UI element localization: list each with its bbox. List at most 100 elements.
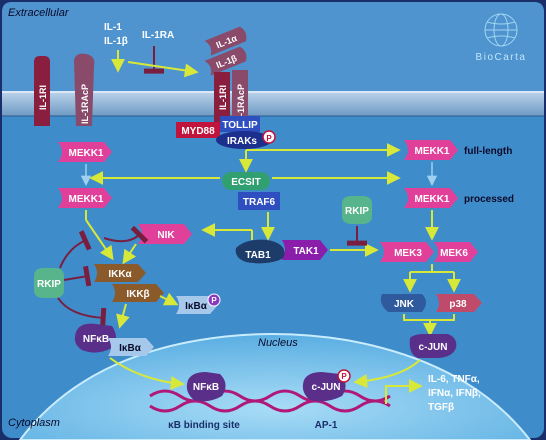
arrow-cjun-to-nucleus <box>353 359 421 388</box>
svg-text:MEKK1: MEKK1 <box>68 148 103 159</box>
outputs-line1: IL-6, TNFα, <box>428 374 480 385</box>
svg-text:MEKK1: MEKK1 <box>68 194 103 205</box>
svg-text:MEK3: MEK3 <box>394 248 422 259</box>
inhibit-rkip-mekk1 <box>59 230 92 269</box>
mekk1-full-length: MEKK1 <box>404 140 458 160</box>
svg-text:IκBα: IκBα <box>185 301 208 312</box>
svg-text:P: P <box>341 372 347 381</box>
cjun-cytoplasm: c-JUN <box>409 334 457 358</box>
svg-text:P: P <box>211 296 217 305</box>
svg-text:NFκB: NFκB <box>83 334 109 345</box>
svg-text:IL-1RI: IL-1RI <box>38 85 48 110</box>
arrow-ikk-to-ikba <box>159 292 179 306</box>
il1ri-left-receptor: IL-1RI <box>34 56 50 126</box>
svg-text:TAK1: TAK1 <box>293 246 319 257</box>
kb-binding-site-label: κB binding site <box>168 420 240 431</box>
svg-text:NFκB: NFκB <box>193 382 219 393</box>
processed-label: processed <box>464 194 514 205</box>
svg-text:P: P <box>266 134 272 143</box>
traf6-box: TRAF6 <box>238 192 280 210</box>
inhibit-rkip-ikk <box>63 265 92 287</box>
svg-text:MEKK1: MEKK1 <box>414 146 449 157</box>
svg-text:IRAKs: IRAKs <box>227 136 257 147</box>
mek-split <box>410 264 454 273</box>
nik-box: NIK <box>138 224 192 244</box>
tab1-box: TAB1 <box>235 239 285 264</box>
svg-text:IκBα: IκBα <box>119 343 142 354</box>
biocarta-logo: BioCarta <box>476 13 527 63</box>
svg-text:c-JUN: c-JUN <box>419 342 448 353</box>
mek3-box: MEK3 <box>380 242 434 262</box>
svg-text:RKIP: RKIP <box>345 206 369 217</box>
il1b-bound: IL-1β <box>204 46 247 76</box>
svg-text:IL-1RAcP: IL-1RAcP <box>236 84 246 124</box>
svg-text:TAB1: TAB1 <box>245 250 271 261</box>
svg-text:IKKα: IKKα <box>108 269 132 280</box>
jnk-box: JNK <box>380 294 426 312</box>
il1b-label: IL-1β <box>104 36 128 47</box>
iraks-box: IRAKs <box>216 131 272 149</box>
phospho-cjun-nuc: P <box>337 369 351 383</box>
nfkb-cytoplasm: NFκB <box>74 323 116 353</box>
p38-box: p38 <box>436 294 482 312</box>
ap1-label: AP-1 <box>315 420 338 431</box>
outputs-line3: TGFβ <box>428 402 454 413</box>
svg-text:TOLLIP: TOLLIP <box>222 120 258 131</box>
full-length-label: full-length <box>464 146 512 157</box>
cytoplasm-label: Cytoplasm <box>8 417 60 429</box>
ikba-bound: IκBα <box>108 338 154 356</box>
arrow-nfkb-to-nucleus <box>109 357 185 390</box>
il1a-bound: IL-1α <box>204 26 247 56</box>
il1-label: IL-1 <box>104 22 122 33</box>
svg-text:MEKK1: MEKK1 <box>414 194 449 205</box>
inhibit-rkip-nfkb <box>57 297 107 329</box>
outputs-line2: IFNα, IFNβ, <box>428 388 481 399</box>
nucleus-label: Nucleus <box>258 337 298 349</box>
ecsit-box: ECSIT <box>222 172 270 190</box>
phospho-ikba: P <box>207 293 221 307</box>
nfkb-nucleus: NFκB <box>186 372 226 402</box>
ikba-free: IκBα <box>176 296 218 314</box>
rkip-mid: RKIP <box>342 196 372 224</box>
cjun-nucleus: c-JUN <box>302 372 346 402</box>
inhibit-to-nik <box>103 225 149 244</box>
il1racp-left-receptor: IL-1RAcP <box>74 53 95 126</box>
arrow-mekk1-to-ikk <box>85 219 114 261</box>
mek6-box: MEK6 <box>434 242 478 262</box>
il1ra-label: IL-1RA <box>142 30 174 41</box>
svg-text:MYD88: MYD88 <box>181 126 215 137</box>
il1racp-right-receptor: IL-1RAcP <box>232 70 248 126</box>
tak1-box: TAK1 <box>282 240 328 260</box>
svg-text:NIK: NIK <box>157 230 175 241</box>
dna-helix <box>149 389 391 413</box>
rkip-left: RKIP <box>34 268 64 298</box>
svg-text:TRAF6: TRAF6 <box>243 197 276 208</box>
svg-text:RKIP: RKIP <box>37 279 61 290</box>
svg-text:JNK: JNK <box>394 299 415 310</box>
mekk1-left-bottom: MEKK1 <box>58 188 112 208</box>
tollip-box: TOLLIP <box>220 116 260 132</box>
svg-text:IKKβ: IKKβ <box>126 289 149 300</box>
mekk1-left-top: MEKK1 <box>58 142 112 162</box>
mekk1-processed: MEKK1 <box>404 188 458 208</box>
logo-text: BioCarta <box>476 52 527 63</box>
arrow-nik-to-ikk <box>122 243 137 265</box>
svg-text:IL-1RI: IL-1RI <box>218 85 228 110</box>
svg-text:MEK6: MEK6 <box>440 248 468 259</box>
arrow-il1-to-complex <box>127 61 199 78</box>
extracellular-region <box>2 2 544 92</box>
extracellular-label: Extracellular <box>8 7 70 19</box>
ikkb-box: IKKβ <box>112 284 164 302</box>
globe-icon <box>484 13 518 47</box>
myd88-box: MYD88 <box>176 122 220 138</box>
svg-text:IL-1RAcP: IL-1RAcP <box>80 84 90 124</box>
nucleus-region <box>18 333 532 440</box>
svg-text:ECSIT: ECSIT <box>231 177 260 188</box>
svg-text:p38: p38 <box>449 299 467 310</box>
il1ri-right-receptor: IL-1RI <box>214 72 230 126</box>
arrow-ikk-to-nfkb <box>116 303 130 329</box>
ikka-box: IKKα <box>94 264 146 282</box>
svg-text:c-JUN: c-JUN <box>312 382 341 393</box>
